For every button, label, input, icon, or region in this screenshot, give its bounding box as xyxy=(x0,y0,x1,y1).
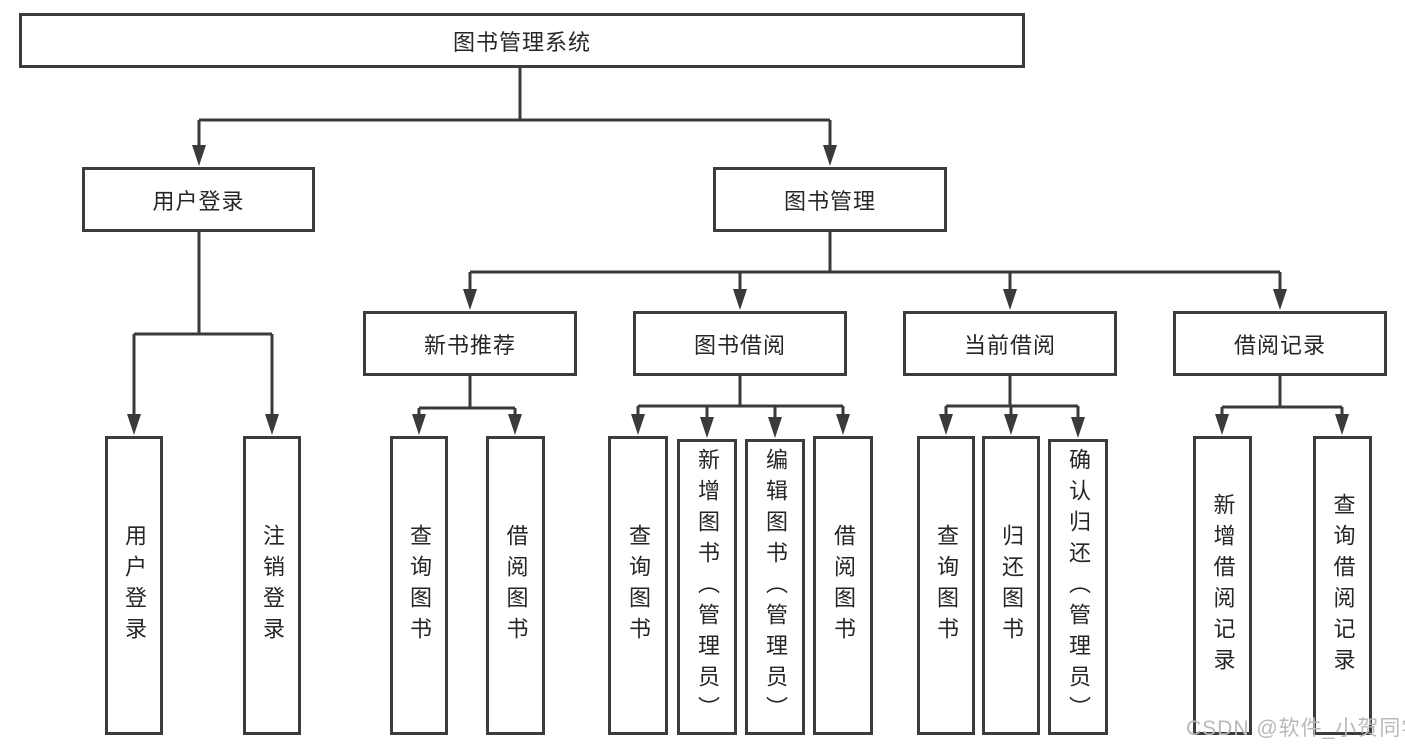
node-user-login: 用户登录 xyxy=(82,167,315,232)
arrow-down-icon xyxy=(1215,414,1229,435)
edges-book-borrow-group xyxy=(631,376,850,438)
arrow-down-icon xyxy=(631,414,645,435)
edges-borrow-record-group xyxy=(1215,376,1349,435)
arrow-down-icon xyxy=(127,414,141,435)
edges-user-login-group xyxy=(127,232,279,435)
leaf-confirm-return-admin: 确认归还（管理员） xyxy=(1048,439,1108,735)
arrow-down-icon xyxy=(192,145,206,166)
arrow-down-icon xyxy=(1335,414,1349,435)
node-borrow-records: 借阅记录 xyxy=(1173,311,1387,376)
edges-new-book-group xyxy=(412,376,522,435)
node-new-book-recommend: 新书推荐 xyxy=(363,311,577,376)
arrow-down-icon xyxy=(1003,289,1017,310)
leaf-user-login: 用户登录 xyxy=(105,436,163,735)
arrow-down-icon xyxy=(1071,417,1085,438)
arrow-down-icon xyxy=(463,289,477,310)
node-book-borrow: 图书借阅 xyxy=(633,311,847,376)
leaf-borrow-books-recommend: 借阅图书 xyxy=(486,436,545,735)
arrow-down-icon xyxy=(1004,414,1018,435)
leaf-borrow-books-borrow: 借阅图书 xyxy=(813,436,873,735)
arrow-down-icon xyxy=(939,414,953,435)
leaf-edit-books-admin: 编辑图书（管理员） xyxy=(745,439,805,735)
arrow-down-icon xyxy=(1273,289,1287,310)
arrow-down-icon xyxy=(700,417,714,438)
node-current-borrow: 当前借阅 xyxy=(903,311,1117,376)
csdn-watermark: CSDN @软件_小贺同学 xyxy=(1186,717,1405,740)
leaf-query-books-recommend: 查询图书 xyxy=(390,436,448,735)
leaf-query-books-current: 查询图书 xyxy=(917,436,975,735)
edges-current-borrow-group xyxy=(939,376,1085,438)
arrow-down-icon xyxy=(768,417,782,438)
leaf-add-borrow-record: 新增借阅记录 xyxy=(1193,436,1252,735)
node-book-management: 图书管理 xyxy=(713,167,947,232)
leaf-logout-login: 注销登录 xyxy=(243,436,301,735)
arrow-down-icon xyxy=(265,414,279,435)
edges-root xyxy=(192,68,837,166)
leaf-query-borrow-record: 查询借阅记录 xyxy=(1313,436,1372,735)
leaf-query-books-borrow: 查询图书 xyxy=(608,436,668,735)
arrow-down-icon xyxy=(836,414,850,435)
edges-book-management-group xyxy=(463,232,1287,310)
leaf-return-books: 归还图书 xyxy=(982,436,1040,735)
arrow-down-icon xyxy=(412,414,426,435)
node-root: 图书管理系统 xyxy=(19,13,1025,68)
arrow-down-icon xyxy=(508,414,522,435)
leaf-add-books-admin: 新增图书（管理员） xyxy=(677,439,737,735)
arrow-down-icon xyxy=(823,145,837,166)
arrow-down-icon xyxy=(733,289,747,310)
